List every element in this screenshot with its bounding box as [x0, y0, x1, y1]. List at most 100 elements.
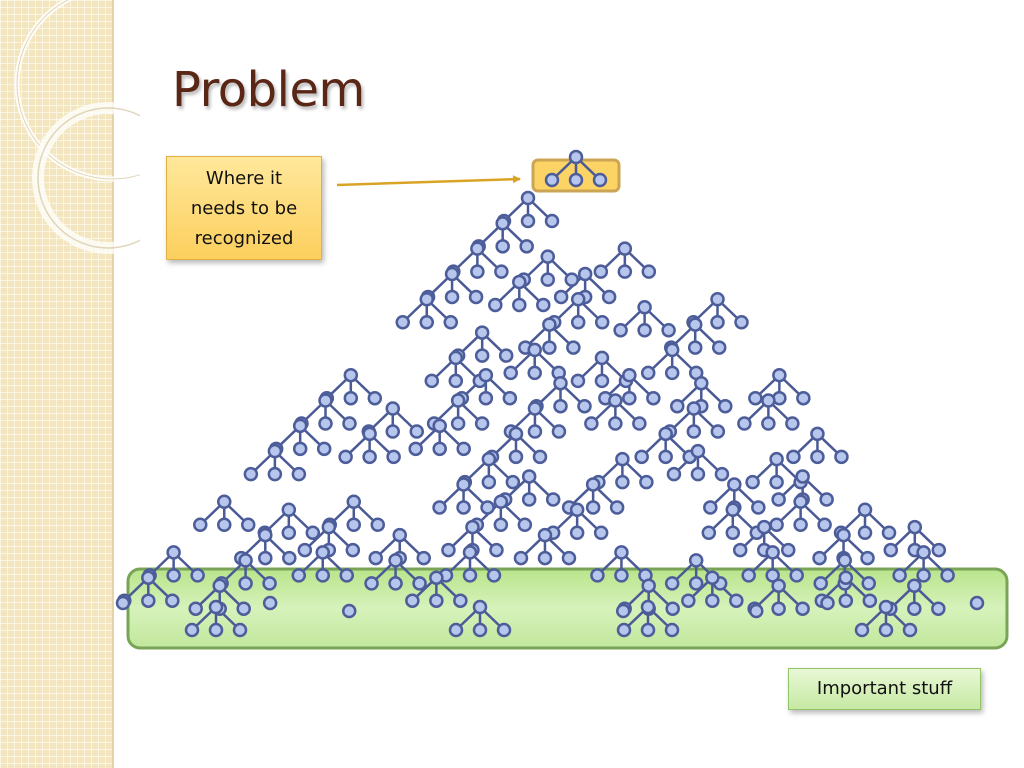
- tree-node: [318, 416, 333, 431]
- tree-node: [537, 550, 553, 566]
- tree-node: [281, 502, 297, 517]
- tree-node: [838, 570, 854, 585]
- tree-node: [569, 502, 585, 517]
- tree-node: [569, 525, 585, 540]
- tree-node: [931, 601, 946, 616]
- tree-node: [570, 373, 586, 389]
- tree-node: [710, 315, 725, 330]
- tree-node: [495, 239, 510, 254]
- tree-node: [488, 297, 503, 313]
- tree-node: [590, 568, 605, 583]
- tree-node: [542, 317, 557, 332]
- bottom-highlight-band: [126, 567, 1009, 650]
- tree-node: [339, 568, 355, 583]
- tree-node: [585, 500, 601, 515]
- tree-node: [498, 348, 514, 363]
- tree-node: [238, 553, 253, 568]
- tree-node: [749, 603, 764, 619]
- tree-node: [593, 264, 609, 279]
- tree-node: [532, 449, 548, 465]
- tree-node: [664, 576, 680, 591]
- tree-node: [315, 545, 331, 560]
- tree-node: [432, 441, 447, 457]
- tree-node: [472, 622, 488, 638]
- tree-node: [343, 390, 359, 406]
- tree-node: [465, 519, 480, 535]
- tree-node: [769, 474, 784, 490]
- tree-node: [566, 340, 581, 355]
- callout-important-stuff: Important stuff: [788, 668, 981, 710]
- tree-node: [241, 517, 256, 532]
- tree-node: [481, 474, 497, 490]
- tree-node: [785, 416, 800, 431]
- tree-node: [444, 289, 460, 305]
- tree-node: [537, 527, 553, 543]
- tree-node: [907, 601, 922, 616]
- tree-node: [297, 542, 313, 558]
- tree-node: [416, 550, 431, 566]
- tree-node: [395, 315, 410, 330]
- tree-node: [634, 449, 649, 465]
- tree-node: [184, 622, 200, 638]
- tree-node: [456, 441, 471, 457]
- tree-node: [462, 545, 478, 560]
- tree-node: [478, 367, 494, 383]
- tree-node: [592, 172, 608, 188]
- tree-node: [443, 315, 458, 330]
- tree-node: [432, 500, 447, 515]
- tree-node: [907, 519, 923, 535]
- tree-node: [570, 315, 586, 330]
- tree-node: [305, 525, 321, 540]
- tree-node: [470, 241, 485, 256]
- tree-node: [536, 297, 551, 313]
- tree-node: [622, 390, 637, 406]
- tree-node: [658, 426, 673, 442]
- tree-node: [771, 578, 786, 593]
- tree-node: [448, 350, 464, 366]
- tree-node: [508, 449, 524, 465]
- tree-node: [940, 568, 955, 583]
- tree-node: [493, 517, 509, 532]
- tree-node: [701, 525, 717, 540]
- tree-node: [419, 315, 434, 330]
- tree-node: [408, 441, 423, 457]
- tree-node: [321, 519, 337, 535]
- tree-node: [878, 622, 894, 638]
- tree-node: [751, 500, 766, 515]
- tree-node: [786, 449, 801, 465]
- tree-node: [318, 393, 333, 408]
- tree-node: [601, 289, 617, 305]
- tree-node: [836, 527, 851, 543]
- tree-node: [796, 390, 811, 406]
- tree-node: [429, 593, 444, 608]
- callout-recognized: Where it needs to be recognized: [166, 156, 322, 260]
- tree-node: [664, 342, 680, 358]
- tree-node: [577, 266, 593, 282]
- callout-arrow: [336, 175, 521, 187]
- tree-node: [969, 595, 985, 611]
- tree-node: [367, 390, 383, 406]
- tree-node: [481, 451, 497, 467]
- tree-node: [429, 570, 444, 585]
- tree-node: [456, 477, 471, 492]
- tree-node: [765, 545, 780, 560]
- tree-node: [496, 622, 512, 638]
- tree-node: [494, 264, 509, 279]
- tree-node: [503, 365, 518, 381]
- tree-node: [513, 550, 529, 566]
- tree-node: [188, 601, 203, 616]
- tree-node: [544, 172, 560, 188]
- tree-node: [637, 323, 652, 338]
- tree-node: [817, 517, 832, 532]
- tree-node: [232, 622, 248, 638]
- tree-node: [705, 570, 720, 585]
- tree-node: [614, 545, 629, 560]
- tree-node: [217, 517, 232, 532]
- tree-node: [616, 622, 632, 638]
- tree-node: [166, 545, 181, 560]
- tree-node: [732, 542, 748, 558]
- tree-node: [761, 393, 776, 408]
- tree-node: [385, 424, 401, 439]
- tree-node: [282, 550, 297, 566]
- tree-node: [362, 449, 377, 465]
